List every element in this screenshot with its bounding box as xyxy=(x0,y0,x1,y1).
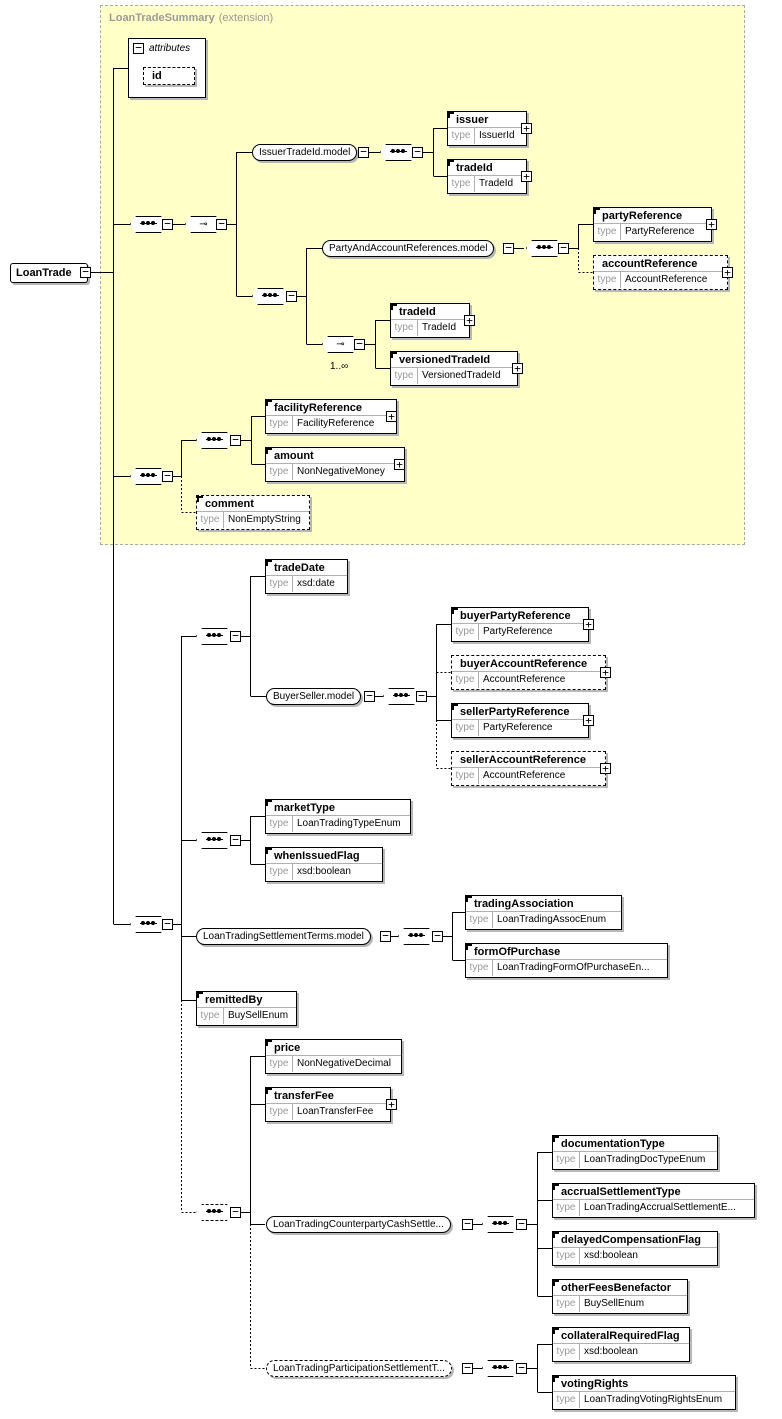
sequence-collapse-icon[interactable]: − xyxy=(416,690,427,702)
expand-plus-icon[interactable]: + xyxy=(583,715,594,726)
sequence-collapse-icon[interactable]: − xyxy=(516,1218,527,1230)
expand-plus-icon[interactable]: + xyxy=(386,411,397,422)
extension-subtitle: (extension) xyxy=(218,12,274,24)
sequence-collapse-icon[interactable]: − xyxy=(558,242,569,254)
expand-plus-icon[interactable]: + xyxy=(722,267,733,278)
sequence-compositor-icon xyxy=(482,1216,519,1233)
expand-plus-icon[interactable]: + xyxy=(706,219,717,230)
attributes-collapse-icon[interactable]: − xyxy=(133,42,144,54)
expand-plus-icon[interactable]: + xyxy=(583,619,594,630)
extension-title: LoanTradeSummary(extension) xyxy=(109,12,274,24)
group-collapse-icon[interactable]: − xyxy=(462,1362,473,1374)
sequence-compositor-icon xyxy=(398,928,435,945)
expand-plus-icon[interactable]: + xyxy=(521,171,532,182)
cardinality-label: 1..∞ xyxy=(330,361,349,372)
sequence-collapse-icon[interactable]: − xyxy=(432,930,443,942)
group-issuer-trade-id-model[interactable]: IssuerTradeId.model xyxy=(252,144,358,161)
collapse-toggle-icon[interactable]: − xyxy=(80,266,91,278)
root-element-loantrade[interactable]: LoanTrade xyxy=(10,263,88,283)
attributes-label: attributes xyxy=(149,43,191,54)
sequence-compositor-icon xyxy=(130,216,167,233)
sequence-collapse-icon[interactable]: − xyxy=(516,1362,527,1374)
group-loan-trading-settlement-terms-model[interactable]: LoanTradingSettlementTerms.model xyxy=(196,928,371,945)
expand-plus-icon[interactable]: + xyxy=(386,1099,397,1110)
sequence-compositor-icon xyxy=(482,1360,519,1377)
optional-sequence-compositor-icon xyxy=(196,1204,233,1221)
attribute-id[interactable]: id xyxy=(143,67,195,85)
group-collapse-icon[interactable]: − xyxy=(358,146,369,158)
sequence-compositor-icon xyxy=(130,916,167,933)
expand-plus-icon[interactable]: + xyxy=(394,459,405,470)
sequence-collapse-icon[interactable]: − xyxy=(162,218,173,230)
group-collapse-icon[interactable]: − xyxy=(462,1218,473,1230)
group-collapse-icon[interactable]: − xyxy=(380,930,391,942)
expand-plus-icon[interactable]: + xyxy=(521,123,532,134)
group-loan-trading-counterparty-cash-settle[interactable]: LoanTradingCounterpartyCashSettle... xyxy=(266,1216,451,1233)
root-element-label: LoanTrade xyxy=(16,267,72,279)
sequence-compositor-icon xyxy=(383,688,420,705)
expand-plus-icon[interactable]: + xyxy=(600,667,611,678)
sequence-collapse-icon[interactable]: − xyxy=(230,834,241,846)
sequence-collapse-icon[interactable]: − xyxy=(230,434,241,446)
sequence-collapse-icon[interactable]: − xyxy=(230,1206,241,1218)
choice-collapse-icon[interactable]: − xyxy=(354,338,365,350)
sequence-compositor-icon xyxy=(252,288,289,305)
sequence-compositor-icon xyxy=(196,628,233,645)
sequence-compositor-icon xyxy=(196,832,233,849)
expand-plus-icon[interactable]: + xyxy=(464,315,475,326)
sequence-collapse-icon[interactable]: − xyxy=(230,630,241,642)
group-buyer-seller-model[interactable]: BuyerSeller.model xyxy=(266,688,362,705)
sequence-collapse-icon[interactable]: − xyxy=(162,470,173,482)
expand-plus-icon[interactable]: + xyxy=(512,363,523,374)
choice-collapse-icon[interactable]: − xyxy=(216,218,227,230)
attributes-box: − attributes id xyxy=(128,38,206,98)
group-collapse-icon[interactable]: − xyxy=(364,690,375,702)
group-collapse-icon[interactable]: − xyxy=(503,242,514,254)
expand-plus-icon[interactable]: + xyxy=(600,763,611,774)
group-party-and-account-references-model[interactable]: PartyAndAccountReferences.model xyxy=(322,240,495,257)
sequence-collapse-icon[interactable]: − xyxy=(162,918,173,930)
sequence-compositor-icon xyxy=(196,432,233,449)
group-loan-trading-participation-settlement[interactable]: LoanTradingParticipationSettlementT... xyxy=(266,1360,452,1377)
sequence-collapse-icon[interactable]: − xyxy=(286,290,297,302)
sequence-collapse-icon[interactable]: − xyxy=(412,146,423,158)
